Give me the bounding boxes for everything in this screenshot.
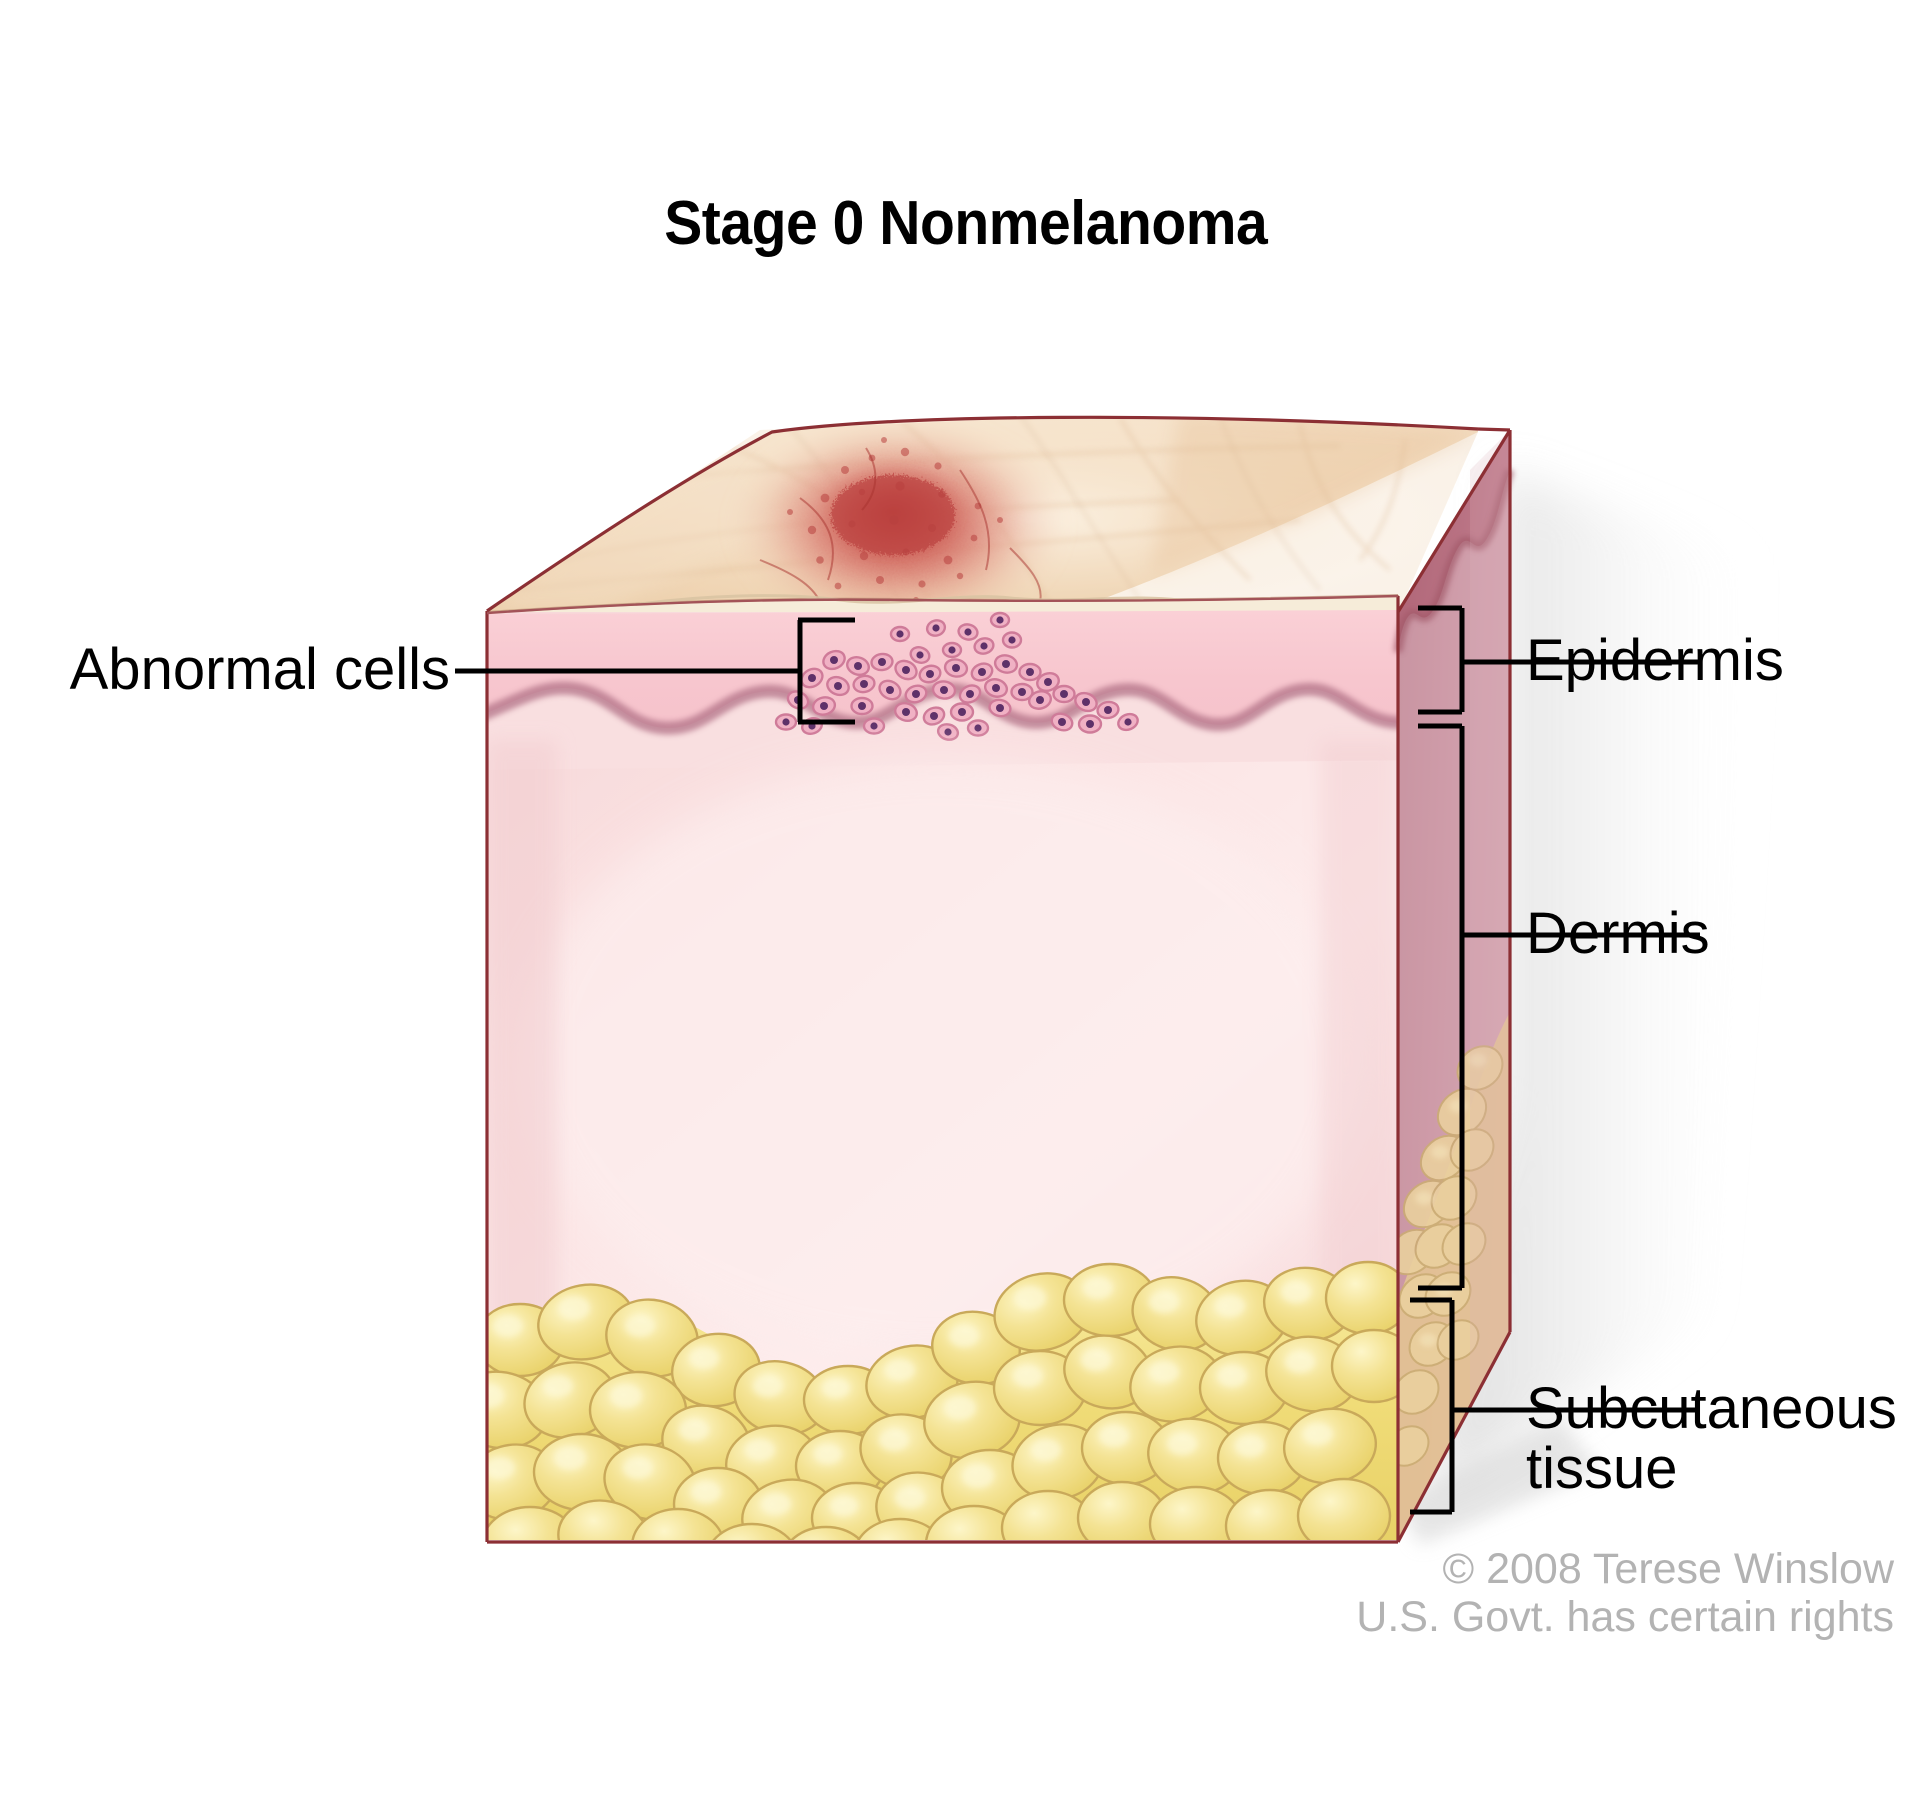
page-title-text: Stage 0 Nonmelanoma [664, 189, 1268, 258]
copyright-notice: © 2008 Terese Winslow U.S. Govt. has cer… [1356, 1545, 1894, 1641]
abnormal-cells-cluster [774, 611, 1139, 741]
subcutaneous-bracket [1410, 1297, 1700, 1515]
copyright-line1: © 2008 Terese Winslow [1442, 1545, 1894, 1593]
page-title: Stage 0 Nonmelanoma [0, 188, 1932, 259]
label-dermis-text: Dermis [1526, 901, 1710, 966]
skin-lesion [730, 417, 1066, 633]
lesion-stipple [787, 437, 1003, 603]
label-subcutaneous-line2: tissue [1526, 1436, 1678, 1502]
label-dermis: Dermis [1526, 901, 1710, 966]
annotation-leaders [455, 605, 1700, 1515]
label-epidermis: Epidermis [1526, 628, 1784, 693]
label-epidermis-text: Epidermis [1526, 628, 1784, 693]
abnormal-cells-leader [455, 617, 855, 725]
copyright-line2: U.S. Govt. has certain rights [1356, 1593, 1894, 1642]
fat-globules [487, 1260, 1398, 1540]
skin-top-surface [486, 415, 1478, 640]
dermis-bracket [1418, 723, 1700, 1291]
label-abnormal-cells: Abnormal cells [69, 637, 450, 702]
label-subcutaneous-tissue: Subcutaneous tissue [1526, 1376, 1897, 1502]
block-right-face [1393, 430, 1515, 1540]
subcutaneous-fat-layer [487, 1260, 1398, 1540]
label-abnormal-cells-text: Abnormal cells [69, 637, 450, 702]
label-subcutaneous-line1: Subcutaneous [1526, 1376, 1897, 1441]
epidermis-bracket [1418, 605, 1700, 715]
